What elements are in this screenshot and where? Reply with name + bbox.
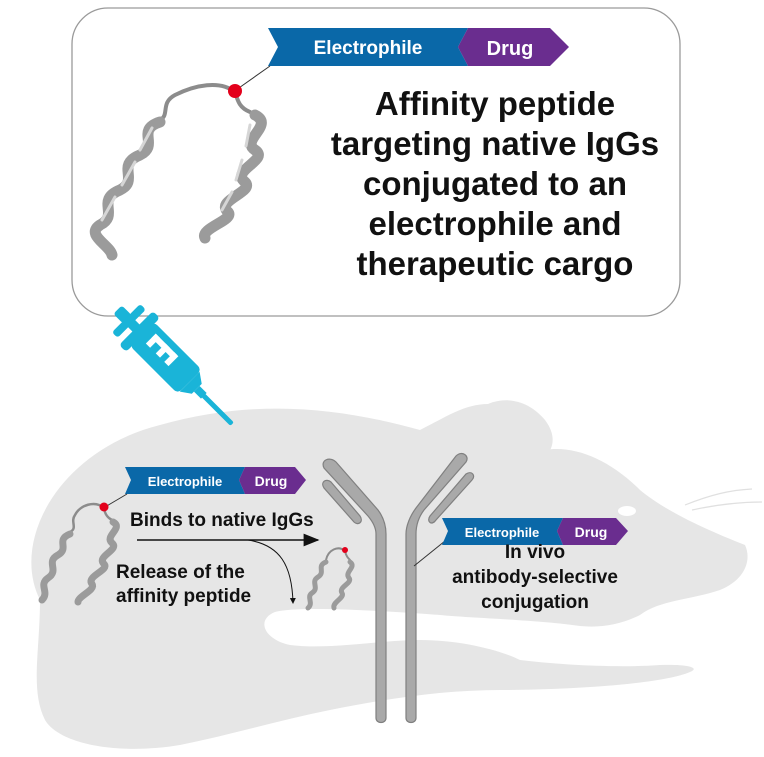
release-label: Release of the affinity peptide xyxy=(116,561,251,609)
linker-line xyxy=(104,493,128,508)
release-arrow xyxy=(247,539,296,604)
in-vivo-conjugation-label: In vivo antibody-selective conjugation xyxy=(420,540,650,615)
antibody-igg xyxy=(322,452,475,724)
electrophile-tag-label: Electrophile xyxy=(465,525,539,540)
antibody-electrophile-drug-tag: Electrophile Drug xyxy=(413,518,628,567)
peptide-description-title: Affinity peptide targeting native IgGs c… xyxy=(300,84,690,284)
electrophile-tag-label: Electrophile xyxy=(148,474,222,489)
affinity-peptide-released xyxy=(305,547,355,611)
electrophile-tag-shape xyxy=(268,28,468,66)
top-electrophile-drug-tag: Electrophile Drug xyxy=(235,28,569,91)
title-line: Affinity peptide xyxy=(374,85,616,122)
result-line: In vivo xyxy=(504,542,566,563)
result-line: antibody-selective xyxy=(452,567,618,588)
linker-line xyxy=(235,65,271,91)
drug-tag-shape xyxy=(458,28,569,66)
title-line: electrophile and xyxy=(368,205,622,242)
affinity-peptide-large xyxy=(89,83,267,261)
result-line: conjugation xyxy=(481,592,589,613)
title-line: targeting native IgGs xyxy=(330,125,660,162)
conjugation-linker-line xyxy=(413,540,446,567)
release-line: Release of the xyxy=(116,562,245,583)
peptide-electrophile-drug-tag: Electrophile Drug xyxy=(104,467,306,508)
drug-tag-shape xyxy=(239,467,306,494)
drug-tag-label: Drug xyxy=(575,524,608,540)
mouse-eye xyxy=(618,506,636,516)
reactive-site-dot xyxy=(228,84,242,98)
reactive-site-dot xyxy=(99,502,109,512)
release-line: affinity peptide xyxy=(116,586,252,607)
electrophile-tag-shape xyxy=(125,467,245,494)
electrophile-tag-shape xyxy=(442,518,563,545)
binds-to-native-igg-label: Binds to native IgGs xyxy=(130,510,314,531)
drug-tag-label: Drug xyxy=(487,38,534,60)
affinity-peptide-bound xyxy=(38,502,120,606)
reactive-site-dot xyxy=(342,547,348,553)
electrophile-tag-label: Electrophile xyxy=(314,38,423,59)
syringe-icon xyxy=(113,305,234,426)
title-line: therapeutic cargo xyxy=(356,245,634,282)
title-line: conjugated to an xyxy=(363,165,627,202)
drug-tag-shape xyxy=(557,518,628,545)
drug-tag-label: Drug xyxy=(255,473,288,489)
